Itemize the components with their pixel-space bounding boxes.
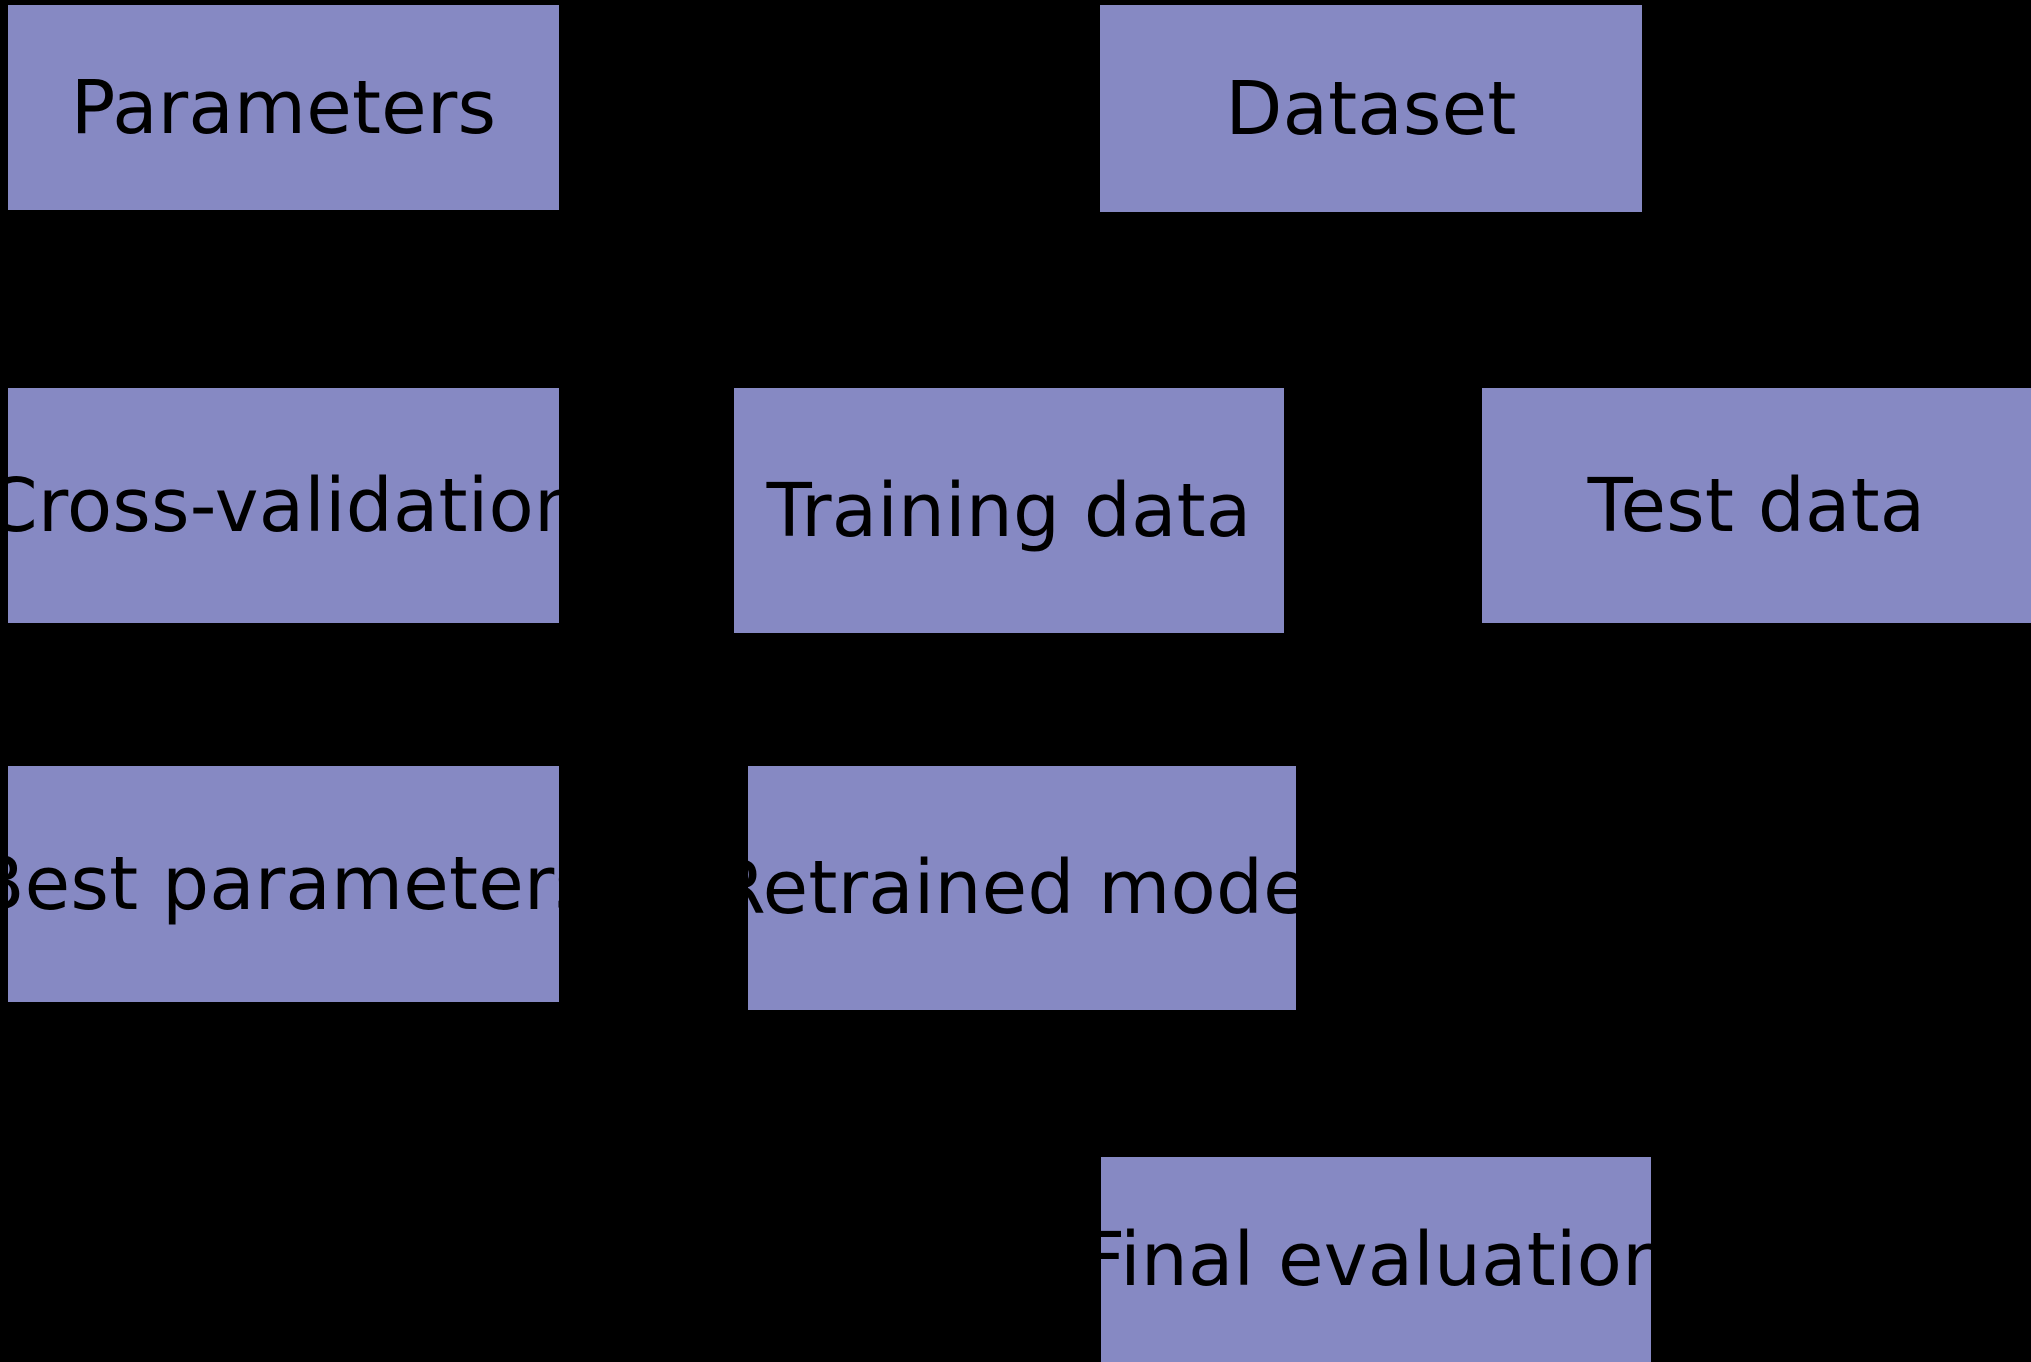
node-label-retrained-model: Retrained model bbox=[714, 845, 1330, 931]
node-label-test-data: Test data bbox=[1587, 462, 1926, 549]
node-dataset[interactable]: Dataset bbox=[1100, 5, 1642, 212]
node-label-dataset: Dataset bbox=[1225, 65, 1517, 152]
node-best-parameters[interactable]: Best parameters bbox=[0, 766, 593, 1002]
node-final-evaluation[interactable]: Final evaluation bbox=[1083, 1157, 1669, 1362]
node-cross-validation[interactable]: Cross-validation bbox=[0, 388, 581, 623]
node-label-final-evaluation: Final evaluation bbox=[1082, 1216, 1670, 1303]
node-label-cross-validation: Cross-validation bbox=[0, 462, 582, 549]
node-label-parameters: Parameters bbox=[70, 64, 497, 151]
node-label-best-parameters: Best parameters bbox=[0, 841, 594, 927]
node-test-data[interactable]: Test data bbox=[1482, 388, 2031, 623]
node-parameters[interactable]: Parameters bbox=[8, 5, 559, 210]
node-retrained-model[interactable]: Retrained model bbox=[714, 766, 1329, 1010]
node-training-data[interactable]: Training data bbox=[734, 388, 1284, 633]
node-label-training-data: Training data bbox=[766, 467, 1252, 554]
